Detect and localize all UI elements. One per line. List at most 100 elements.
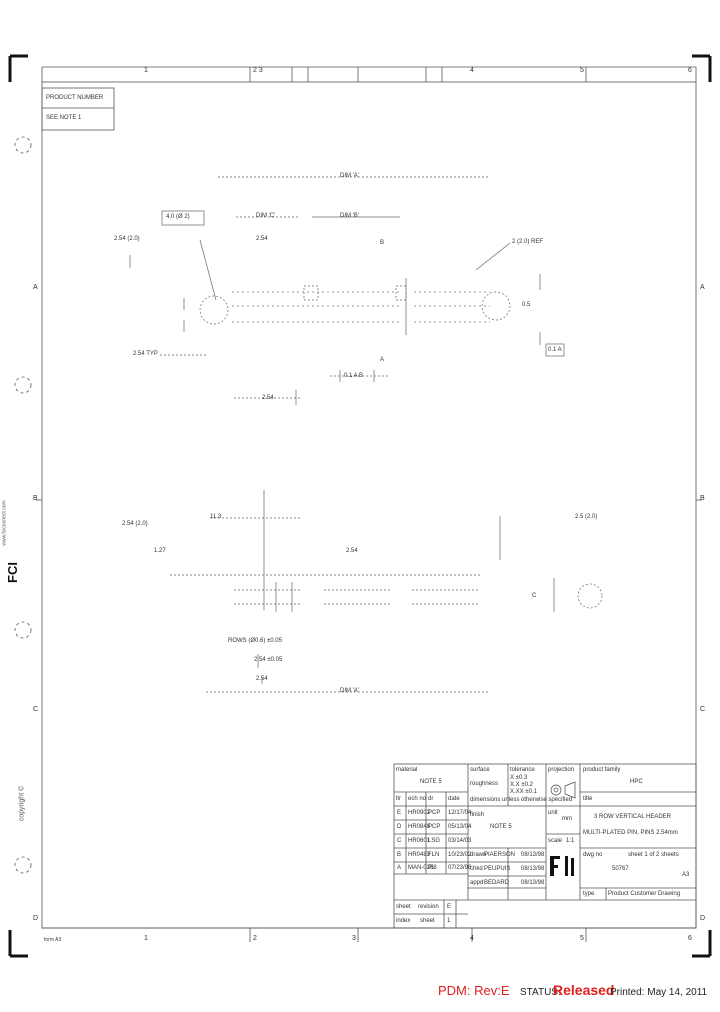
left-note: 2.54 (2.0) bbox=[114, 236, 140, 242]
sheet-rev-label: sheet bbox=[396, 904, 411, 910]
index-label: index bbox=[396, 918, 411, 924]
rev-row-dr: LSG bbox=[428, 838, 441, 844]
detail-left: 2.54 (2.0) bbox=[122, 521, 148, 527]
printed-date: Printed: May 14, 2011 bbox=[610, 987, 708, 998]
zone-left-d: D bbox=[33, 915, 39, 922]
rev-row-ltr: B bbox=[397, 852, 402, 858]
approval-appd-role: appd bbox=[470, 880, 484, 886]
rev-row-dr: PL bbox=[428, 865, 436, 871]
right-small: 0.5 bbox=[522, 302, 531, 308]
dim-a-bottom: DIM 'A' bbox=[340, 688, 359, 694]
rev-hdr-ltr: ltr bbox=[396, 796, 401, 802]
dwg-no-label: dwg no bbox=[583, 852, 603, 858]
dim-c: DIM 'C' bbox=[256, 213, 276, 219]
revision-label: revision bbox=[418, 904, 439, 910]
approval-appd-date: 08/13/98 bbox=[521, 880, 545, 886]
dim-b: DIM 'B' bbox=[340, 213, 359, 219]
zone-left-c: C bbox=[33, 706, 39, 713]
index-sheet-label: sheet bbox=[420, 918, 435, 924]
type-value: Product Customer Drawing bbox=[608, 891, 681, 897]
pdm-revision: PDM: Rev:E bbox=[438, 983, 510, 998]
datum-a: A bbox=[380, 357, 385, 363]
finish-value: NOTE 5 bbox=[490, 824, 512, 830]
rev-hdr-date: date bbox=[448, 796, 460, 802]
zone-right-c: C bbox=[700, 706, 706, 713]
rev-hdr-ech: ech no bbox=[408, 796, 427, 802]
surface-value: roughness bbox=[470, 781, 499, 787]
zone-left-b: B bbox=[33, 495, 38, 502]
surface-label: surface bbox=[470, 767, 490, 773]
approval-drawn-date: 08/13/98 bbox=[521, 852, 545, 858]
rev-hdr-dr: dr bbox=[428, 796, 434, 802]
zone-top-2-3: 2 3 bbox=[253, 67, 263, 74]
zone-top-5: 5 bbox=[580, 67, 584, 74]
status-value: Released bbox=[553, 982, 615, 998]
rev-row-date: 05/13/04 bbox=[448, 824, 472, 830]
approval-chkd-role: chkd bbox=[470, 866, 483, 872]
title-line-2: MULTI-PLATED PIN, PINS 2.54mm bbox=[583, 830, 678, 836]
material-label: material bbox=[396, 767, 418, 773]
zone-top-1: 1 bbox=[144, 67, 148, 74]
material-value: NOTE 5 bbox=[420, 779, 442, 785]
rev-row-ech: HR0902 bbox=[408, 810, 431, 816]
rev-row-date: 03/14/03 bbox=[448, 838, 472, 844]
zone-right-a: A bbox=[700, 284, 705, 291]
zone-right-d: D bbox=[700, 915, 706, 922]
approval-drawn-name: PIAERSON bbox=[484, 852, 516, 858]
detail-c: 2.54 bbox=[346, 548, 358, 554]
scale-label: scale bbox=[548, 838, 563, 844]
side-dim: 11.3 bbox=[210, 514, 222, 520]
tolerance-line-2: X.X ±0.2 bbox=[510, 782, 533, 788]
revision-value: E bbox=[447, 904, 452, 910]
product-family-value: HPC bbox=[630, 779, 643, 785]
approval-drawn-role: drawn bbox=[470, 852, 487, 858]
tolerance-line-1: X ±0.3 bbox=[510, 775, 528, 781]
dim-a-top: DIM 'A' bbox=[340, 173, 359, 179]
zone-top-4: 4 bbox=[470, 67, 474, 74]
size-value: A3 bbox=[682, 872, 690, 878]
scale-value: 1:1 bbox=[566, 838, 575, 844]
bottom-dim: 2.54 bbox=[262, 395, 274, 401]
rev-row-dr: PCP bbox=[428, 810, 441, 816]
type-label: type bbox=[583, 891, 595, 897]
title-label: title bbox=[583, 796, 593, 802]
rev-row-date: 12/17/04 bbox=[448, 810, 472, 816]
datum-c: C bbox=[532, 593, 537, 599]
status-label: STATUS: bbox=[520, 987, 561, 998]
dwg-no-value: 50767 bbox=[612, 866, 629, 872]
approval-appd-name: BEDARD bbox=[484, 880, 510, 886]
product-number-header: PRODUCT NUMBER bbox=[46, 95, 104, 101]
side-brand: FCI bbox=[4, 562, 20, 583]
rev-row-ltr: A bbox=[397, 865, 402, 871]
side-copyright: copyright © bbox=[18, 785, 26, 822]
rev-row-dr: FLN bbox=[428, 852, 440, 858]
fci-side-logo: FCI bbox=[5, 545, 30, 605]
zone-right-b: B bbox=[700, 495, 705, 502]
rev-row-ltr: D bbox=[397, 824, 402, 830]
zone-bottom-5: 5 bbox=[580, 935, 584, 942]
zone-bottom-3: 3 bbox=[352, 935, 356, 942]
projection-label: projection bbox=[548, 767, 575, 773]
product-number-value: SEE NOTE 1 bbox=[46, 115, 82, 121]
zone-bottom-1: 1 bbox=[144, 935, 148, 942]
rev-row-ltr: C bbox=[397, 838, 402, 844]
ctrl-note: dimensions unless otherwise specified bbox=[470, 797, 573, 803]
right-detail: 2.5 (2.0) bbox=[575, 514, 598, 520]
rev-row-ech: HR0848 bbox=[408, 824, 431, 830]
rev-row-ech: HR0483 bbox=[408, 852, 431, 858]
tolerance-label: tolerance bbox=[510, 767, 535, 773]
side-brand-url: www.fciconnect.com bbox=[1, 500, 8, 546]
approval-chkd-date: 08/13/98 bbox=[521, 866, 545, 872]
boxed-dim-left: 4.0 (Ø 2) bbox=[166, 214, 190, 220]
zone-top-6: 6 bbox=[688, 67, 692, 74]
zone-bottom-6: 6 bbox=[688, 935, 692, 942]
mid-note: 2.54 TYP bbox=[133, 351, 158, 357]
datum-b: B bbox=[380, 240, 385, 246]
rev-row-date: 10/23/02 bbox=[448, 852, 472, 858]
finish-label: finish bbox=[470, 812, 485, 818]
title-line-1: 3 ROW VERTICAL HEADER bbox=[594, 814, 672, 820]
tolerance-line-3: X.XX ±0.1 bbox=[510, 789, 537, 795]
index-value: 1 bbox=[447, 918, 451, 924]
tol-box: 0.1 A B bbox=[344, 373, 364, 379]
